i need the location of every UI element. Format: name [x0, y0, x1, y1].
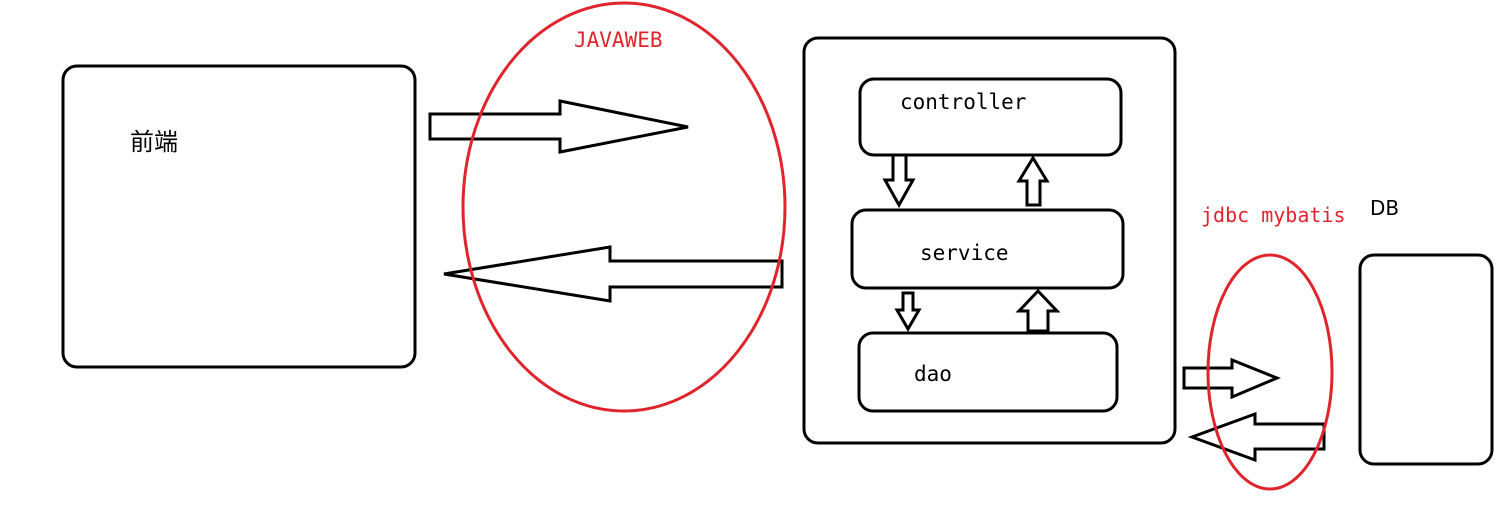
service-label: service [920, 241, 1009, 265]
javaweb-ellipse [461, 1, 787, 413]
frontend-label: 前端 [130, 128, 178, 156]
service-box [850, 208, 1125, 290]
dao-to-service-arrow [1015, 288, 1061, 333]
jdbc-mybatis-ellipse [1206, 253, 1334, 491]
dao-box [857, 331, 1119, 413]
service-to-dao-arrow [894, 291, 922, 332]
backend-to-db-arrow [1182, 357, 1281, 400]
controller-box [858, 77, 1123, 157]
service-to-controller-arrow [1016, 155, 1050, 207]
controller-to-service-arrow [882, 153, 916, 209]
response-arrow [443, 245, 784, 303]
dao-label: dao [914, 362, 952, 386]
db-to-backend-arrow [1187, 411, 1326, 463]
db-box [1358, 253, 1494, 466]
controller-label: controller [900, 90, 1027, 114]
request-arrow [428, 99, 689, 154]
db-label: DB [1370, 196, 1400, 220]
javaweb-label: JAVAWEB [574, 28, 663, 52]
jdbc-mybatis-label: jdbc mybatis [1201, 203, 1346, 227]
frontend-box [61, 64, 417, 369]
